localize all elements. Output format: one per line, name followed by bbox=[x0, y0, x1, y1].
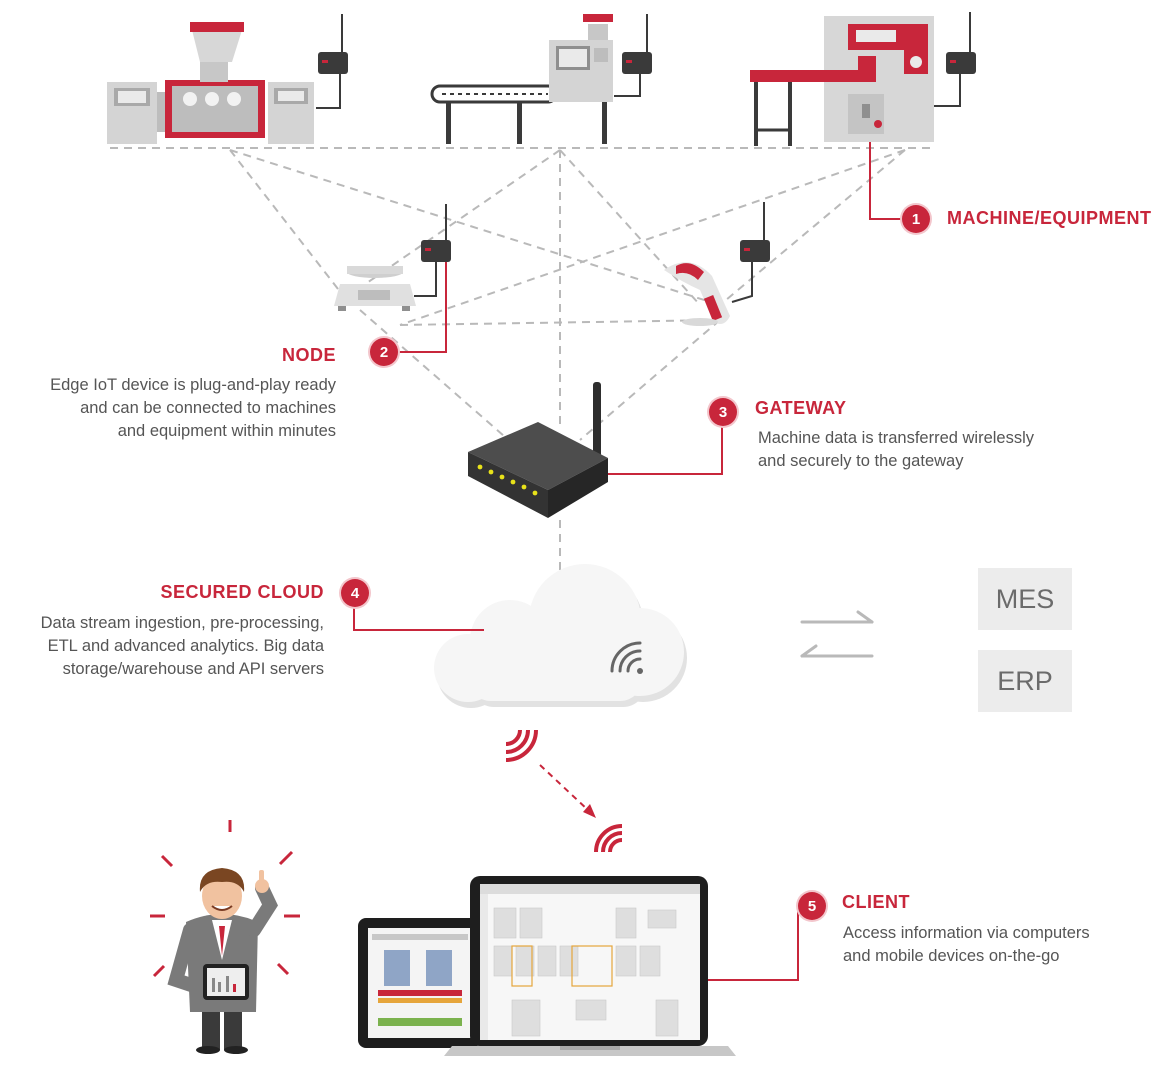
cloud-desc-line: storage/warehouse and API servers bbox=[62, 660, 324, 678]
mes-system-box: MES bbox=[978, 568, 1072, 630]
conveyor-machine bbox=[430, 14, 613, 144]
exchange-arrows-icon bbox=[800, 610, 874, 658]
node-device-scale bbox=[414, 204, 451, 297]
secured-cloud-description: Data stream ingestion, pre-processing, E… bbox=[0, 612, 324, 681]
businessman-illustration bbox=[150, 820, 300, 1054]
gateway-title: GATEWAY bbox=[755, 398, 847, 418]
client-transfer-arrow bbox=[539, 764, 596, 818]
secured-cloud-title: SECURED CLOUD bbox=[160, 582, 324, 602]
industrial-machine bbox=[750, 16, 934, 146]
node-device-machine1 bbox=[316, 14, 348, 109]
step-badge-4: 4 bbox=[341, 579, 369, 607]
client-devices bbox=[358, 876, 736, 1056]
erp-system-box: ERP bbox=[978, 650, 1072, 712]
step-badge-2: 2 bbox=[370, 338, 398, 366]
cloud-desc-line: Data stream ingestion, pre-processing, bbox=[40, 614, 324, 632]
step-badge-5: 5 bbox=[798, 892, 826, 920]
node-title: NODE bbox=[281, 345, 336, 365]
weighing-scale bbox=[334, 266, 416, 311]
gateway-description: Machine data is transferred wirelessly a… bbox=[758, 427, 1158, 473]
step-badge-3: 3 bbox=[709, 398, 737, 426]
cloud-desc-line: ETL and advanced analytics. Big data bbox=[47, 637, 324, 655]
gateway-desc-line: Machine data is transferred wirelessly bbox=[758, 429, 1035, 447]
network-dashed-lines bbox=[110, 147, 930, 575]
client-description: Access information via computers and mob… bbox=[843, 922, 1163, 968]
gateway-router bbox=[468, 382, 608, 518]
barcode-scanner bbox=[664, 262, 730, 326]
node-description: Edge IoT device is plug-and-play ready a… bbox=[0, 374, 336, 443]
node-desc-line: Edge IoT device is plug-and-play ready bbox=[50, 376, 336, 394]
node-desc-line: and can be connected to machines bbox=[80, 399, 336, 417]
wireless-signal-icon bbox=[505, 729, 623, 853]
node-device-scanner bbox=[731, 202, 770, 303]
node-desc-line: and equipment within minutes bbox=[117, 422, 336, 440]
node-device-machine2 bbox=[614, 14, 652, 97]
cloud-icon bbox=[434, 564, 687, 708]
gateway-desc-line: and securely to the gateway bbox=[758, 452, 964, 470]
extruder-machine bbox=[107, 22, 314, 144]
wifi-icon bbox=[610, 641, 643, 674]
client-title: CLIENT bbox=[842, 892, 910, 912]
client-desc-line: and mobile devices on-the-go bbox=[843, 947, 1060, 965]
step-badge-1: 1 bbox=[902, 205, 930, 233]
machine-equipment-title: MACHINE/EQUIPMENT bbox=[947, 208, 1152, 228]
callout-connectors bbox=[353, 142, 902, 981]
node-device-machine3 bbox=[934, 12, 976, 107]
client-desc-line: Access information via computers bbox=[843, 924, 1090, 942]
